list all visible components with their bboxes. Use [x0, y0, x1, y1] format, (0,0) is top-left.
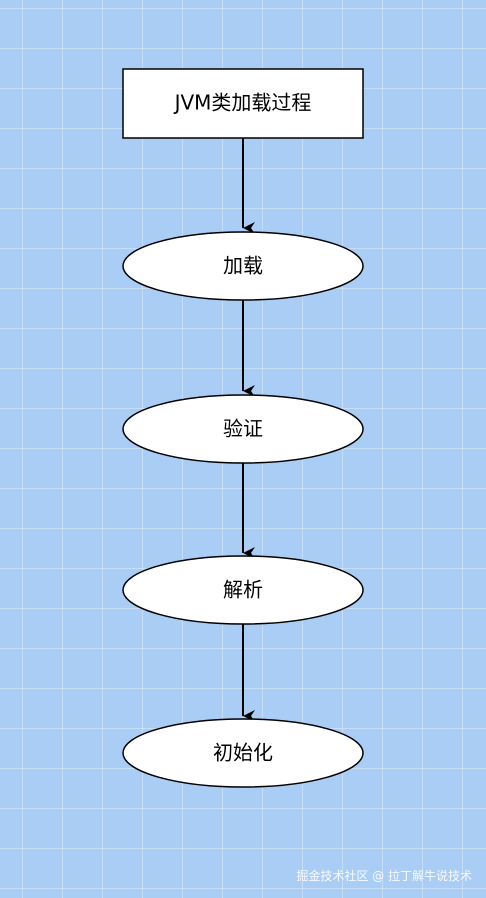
step-label: 加载 [223, 254, 263, 278]
step-label: 初始化 [213, 741, 273, 765]
step-node-resolve: 解析 [122, 555, 364, 625]
step-node-init: 初始化 [122, 718, 364, 788]
title-node: JVM类加载过程 [122, 68, 364, 139]
step-label: 验证 [223, 417, 263, 441]
step-label: 解析 [223, 578, 263, 602]
title-label: JVM类加载过程 [173, 91, 312, 115]
title-box [122, 68, 364, 139]
step-ellipse [122, 718, 364, 788]
step-node-load: 加载 [122, 231, 364, 301]
step-node-verify: 验证 [122, 394, 364, 464]
watermark-text: 掘金技术社区 @ 拉丁解牛说技术 [296, 869, 472, 883]
